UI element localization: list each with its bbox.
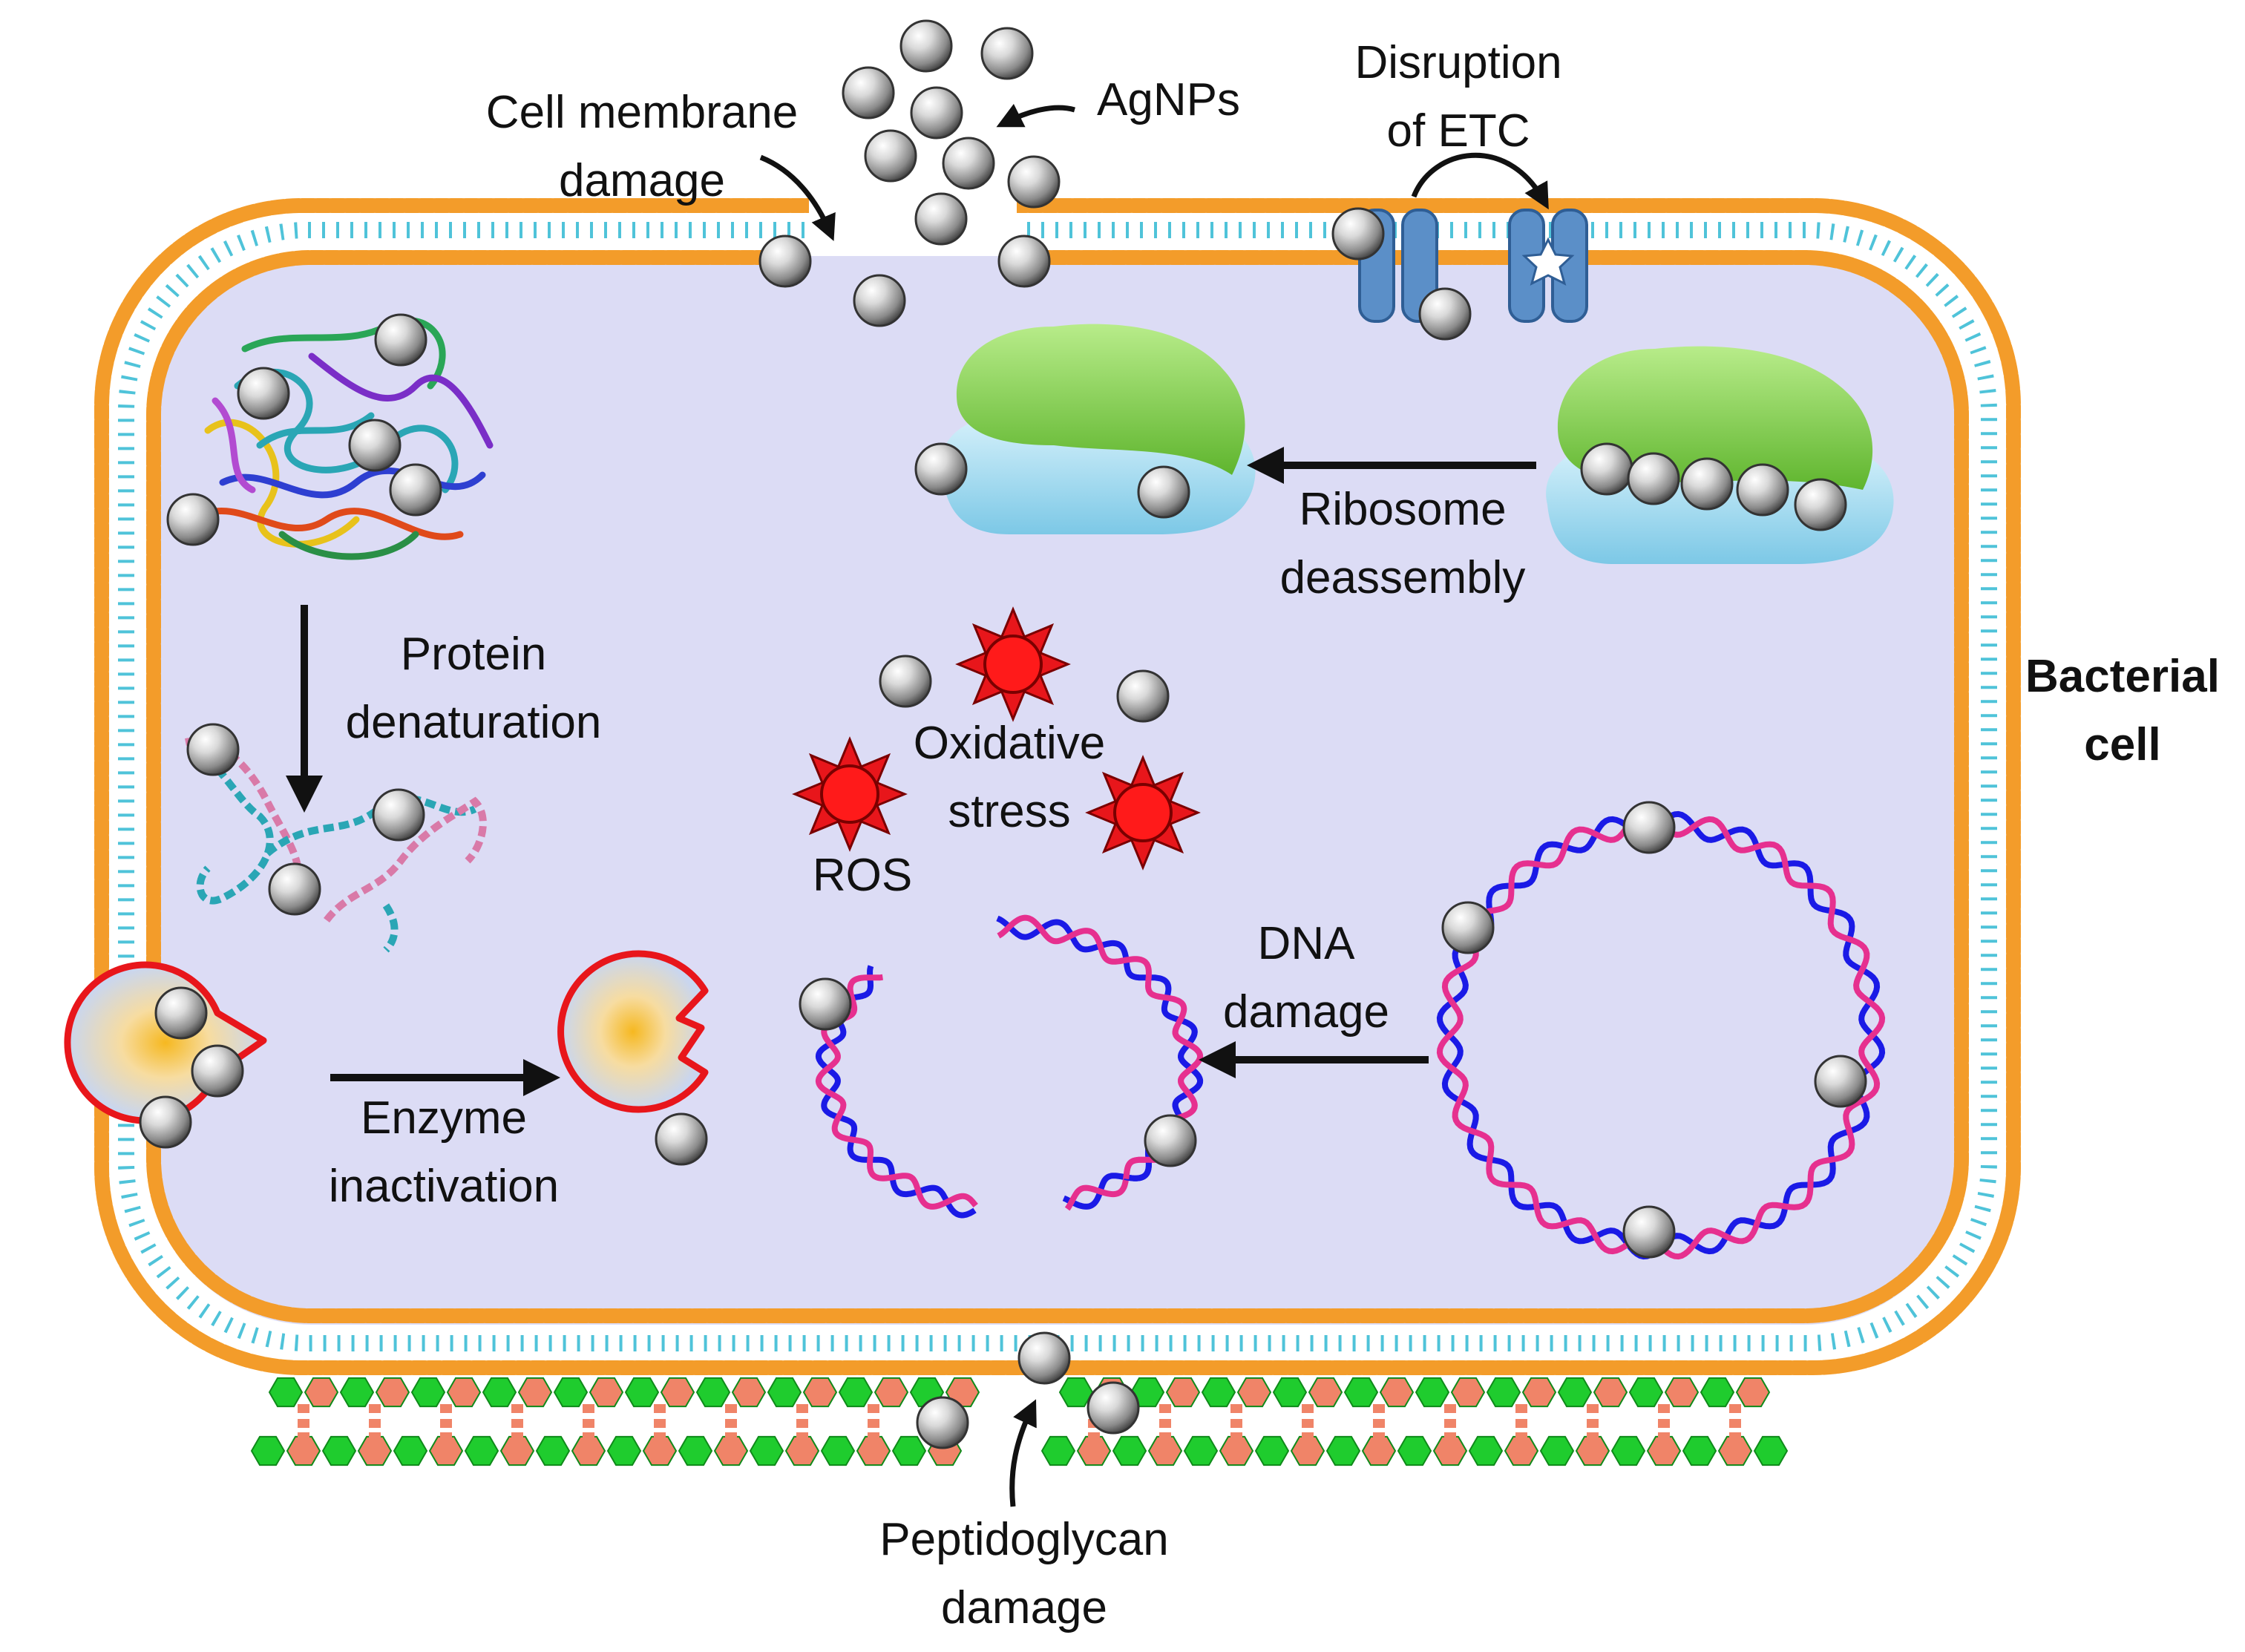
silver-nanoparticle-icon <box>758 235 812 288</box>
silver-nanoparticle-icon <box>1007 155 1061 209</box>
label-bacterial-cell-line1: Bacterial <box>2025 651 2220 702</box>
silver-nanoparticle-icon <box>372 788 425 842</box>
arrows <box>286 103 1549 1507</box>
label-ribosome-line1: Ribosome <box>1299 484 1506 535</box>
silver-nanoparticle-icon <box>879 655 932 708</box>
silver-nanoparticle-icon <box>842 66 895 119</box>
silver-nanoparticle-icon <box>139 1095 192 1149</box>
label-dna-line1: DNA <box>1258 918 1356 969</box>
silver-nanoparticle-icon <box>1116 669 1170 723</box>
silver-nanoparticle-icon <box>1814 1055 1867 1108</box>
ros-starbursts <box>792 606 1201 871</box>
silver-nanoparticle-icon <box>1680 457 1734 511</box>
silver-nanoparticle-icon <box>389 463 442 517</box>
label-agnps: AgNPs <box>1097 74 1240 125</box>
label-cell-membrane-line2: damage <box>559 155 725 206</box>
label-ros: ROS <box>813 850 912 901</box>
silver-nanoparticle-icon <box>1627 452 1680 505</box>
silver-nanoparticle-icon <box>191 1044 244 1098</box>
ros-starburst-icon <box>955 606 1071 722</box>
label-oxidative-line1: Oxidative <box>914 718 1105 769</box>
silver-nanoparticle-icon <box>799 977 852 1031</box>
label-oxidative-line2: stress <box>948 786 1070 837</box>
silver-nanoparticle-icon <box>853 274 906 327</box>
label-etc-line1: Disruption <box>1354 37 1561 88</box>
silver-nanoparticle-icon <box>237 367 290 420</box>
enzyme-inactivated <box>557 950 709 1113</box>
silver-nanoparticle-icon <box>166 493 220 546</box>
silver-nanoparticle-icon <box>997 235 1051 288</box>
silver-nanoparticle-icon <box>1137 465 1190 519</box>
label-peptidoglycan-line2: damage <box>941 1582 1107 1633</box>
silver-nanoparticle-icon <box>268 862 321 916</box>
silver-nanoparticle-icon <box>1580 442 1633 496</box>
label-protein-line1: Protein <box>401 629 546 680</box>
ros-starburst-icon <box>792 736 908 852</box>
silver-nanoparticles <box>139 19 1867 1449</box>
labels: Cell membrane damage AgNPs Disruption of… <box>329 37 2220 1633</box>
silver-nanoparticle-icon <box>1144 1114 1197 1167</box>
silver-nanoparticle-icon <box>1087 1381 1140 1435</box>
ros-starburst-icon <box>1085 755 1201 871</box>
peptidoglycan-layer <box>250 1377 1789 1466</box>
silver-nanoparticle-icon <box>1736 463 1789 517</box>
silver-nanoparticle-icon <box>1331 207 1385 260</box>
silver-nanoparticle-icon <box>348 419 402 472</box>
silver-nanoparticle-icon <box>374 313 427 367</box>
label-bacterial-cell-line2: cell <box>2084 719 2160 770</box>
ribosome-disassembled <box>941 324 1256 534</box>
label-protein-line2: denaturation <box>346 697 602 748</box>
silver-nanoparticle-icon <box>1622 801 1676 854</box>
arrow-membrane-damage <box>759 154 836 241</box>
label-enzyme-line1: Enzyme <box>361 1092 527 1144</box>
silver-nanoparticle-icon <box>980 27 1034 80</box>
silver-nanoparticle-icon <box>942 137 995 190</box>
silver-nanoparticle-icon <box>864 129 917 183</box>
label-peptidoglycan-line1: Peptidoglycan <box>879 1514 1169 1565</box>
silver-nanoparticle-icon <box>1418 287 1472 341</box>
silver-nanoparticle-icon <box>186 723 240 776</box>
dna-circular-intact <box>1436 810 1886 1260</box>
silver-nanoparticle-icon <box>1441 901 1495 954</box>
silver-nanoparticle-icon <box>1017 1331 1071 1385</box>
label-ribosome-line2: deassembly <box>1280 552 1526 603</box>
silver-nanoparticle-icon <box>910 86 963 140</box>
label-cell-membrane-line1: Cell membrane <box>486 87 798 138</box>
label-enzyme-line2: inactivation <box>329 1161 559 1212</box>
silver-nanoparticle-icon <box>914 442 968 496</box>
label-etc-line2: of ETC <box>1387 105 1530 157</box>
folded-protein <box>189 317 494 560</box>
arrow-peptidoglycan <box>1009 1399 1037 1507</box>
silver-nanoparticle-icon <box>1794 478 1847 531</box>
silver-nanoparticle-icon <box>655 1112 708 1166</box>
silver-nanoparticle-icon <box>916 1396 969 1449</box>
etc-channel-disrupted <box>1508 209 1588 323</box>
arrow-etc <box>1411 152 1549 210</box>
silver-nanoparticle-icon <box>899 19 953 73</box>
arrow-agnps <box>996 103 1075 128</box>
silver-nanoparticle-icon <box>154 986 208 1040</box>
silver-nanoparticle-icon <box>914 192 968 246</box>
label-dna-line2: damage <box>1223 986 1389 1038</box>
silver-nanoparticle-icon <box>1622 1205 1676 1259</box>
